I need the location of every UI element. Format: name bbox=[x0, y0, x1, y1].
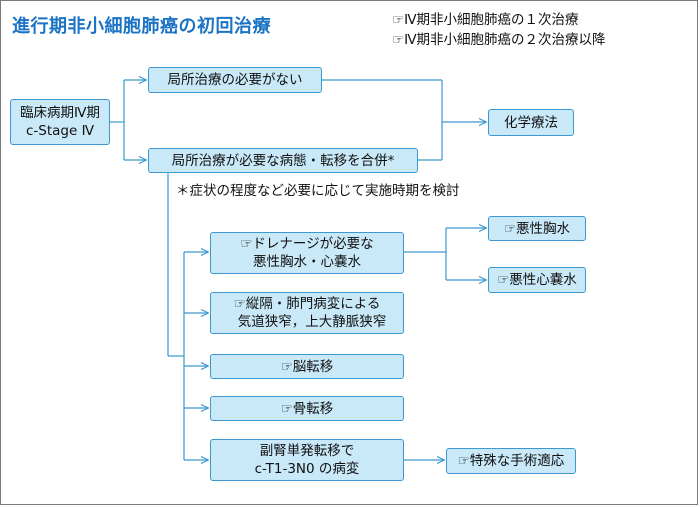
node-adrenal-metastasis: 副腎単発転移で c-T1-3N0 の病変 bbox=[210, 439, 404, 481]
node-local-treatment-needed-label: 局所治療が必要な病態・転移を合併* bbox=[171, 152, 395, 169]
node-malignant-pleural-effusion[interactable]: ☞悪性胸水 bbox=[488, 216, 586, 241]
node-mediastinal-line1: ☞縦隔・肺門病変による bbox=[233, 296, 381, 312]
node-no-local-treatment-label: 局所治療の必要がない bbox=[167, 72, 303, 88]
node-chemotherapy: 化学療法 bbox=[488, 109, 574, 136]
node-adrenal-line2: c-T1-3N0 の病変 bbox=[254, 461, 360, 477]
node-no-local-treatment: 局所治療の必要がない bbox=[148, 67, 322, 93]
node-stage-iv: 臨床病期Ⅳ期 c-Stage Ⅳ bbox=[10, 99, 110, 145]
node-special-surgery[interactable]: ☞特殊な手術適応 bbox=[446, 448, 576, 474]
node-drainage-line2: 悪性胸水・心嚢水 bbox=[253, 254, 361, 270]
node-stage-iv-line2: c-Stage Ⅳ bbox=[25, 123, 95, 139]
node-special-surgery-label: ☞特殊な手術適応 bbox=[457, 453, 565, 469]
timing-footnote: ＊症状の程度など必要に応じて実施時期を検討 bbox=[176, 183, 460, 199]
node-chemotherapy-label: 化学療法 bbox=[504, 114, 558, 131]
node-mediastinal-line2: 気道狭窄，上大静脈狭窄 bbox=[237, 314, 387, 330]
node-bone-metastasis-label: ☞骨転移 bbox=[280, 400, 334, 417]
node-drainage[interactable]: ☞ドレナージが必要な 悪性胸水・心嚢水 bbox=[210, 232, 404, 274]
reference-second-line-treatment[interactable]: ☞Ⅳ期非小細胞肺癌の２次治療以降 bbox=[392, 32, 606, 48]
reference-links: ☞Ⅳ期非小細胞肺癌の１次治療 ☞Ⅳ期非小細胞肺癌の２次治療以降 bbox=[392, 10, 606, 50]
node-drainage-line1: ☞ドレナージが必要な bbox=[240, 236, 374, 252]
node-mediastinal-hilar-lesion[interactable]: ☞縦隔・肺門病変による 気道狭窄，上大静脈狭窄 bbox=[210, 292, 404, 334]
node-local-treatment-needed: 局所治療が必要な病態・転移を合併* bbox=[148, 148, 418, 173]
node-bone-metastasis[interactable]: ☞骨転移 bbox=[210, 396, 404, 421]
reference-first-line-treatment[interactable]: ☞Ⅳ期非小細胞肺癌の１次治療 bbox=[392, 12, 579, 28]
node-malignant-pericardial-effusion-label: ☞悪性心嚢水 bbox=[497, 272, 577, 288]
node-adrenal-line1: 副腎単発転移で bbox=[259, 443, 355, 459]
diagram-title: 進行期非小細胞肺癌の初回治療 bbox=[12, 16, 271, 37]
node-malignant-pericardial-effusion[interactable]: ☞悪性心嚢水 bbox=[488, 267, 586, 293]
node-malignant-pleural-effusion-label: ☞悪性胸水 bbox=[503, 220, 571, 237]
node-brain-metastasis[interactable]: ☞脳転移 bbox=[210, 354, 404, 379]
node-stage-iv-line1: 臨床病期Ⅳ期 bbox=[20, 105, 100, 121]
node-brain-metastasis-label: ☞脳転移 bbox=[280, 358, 334, 375]
